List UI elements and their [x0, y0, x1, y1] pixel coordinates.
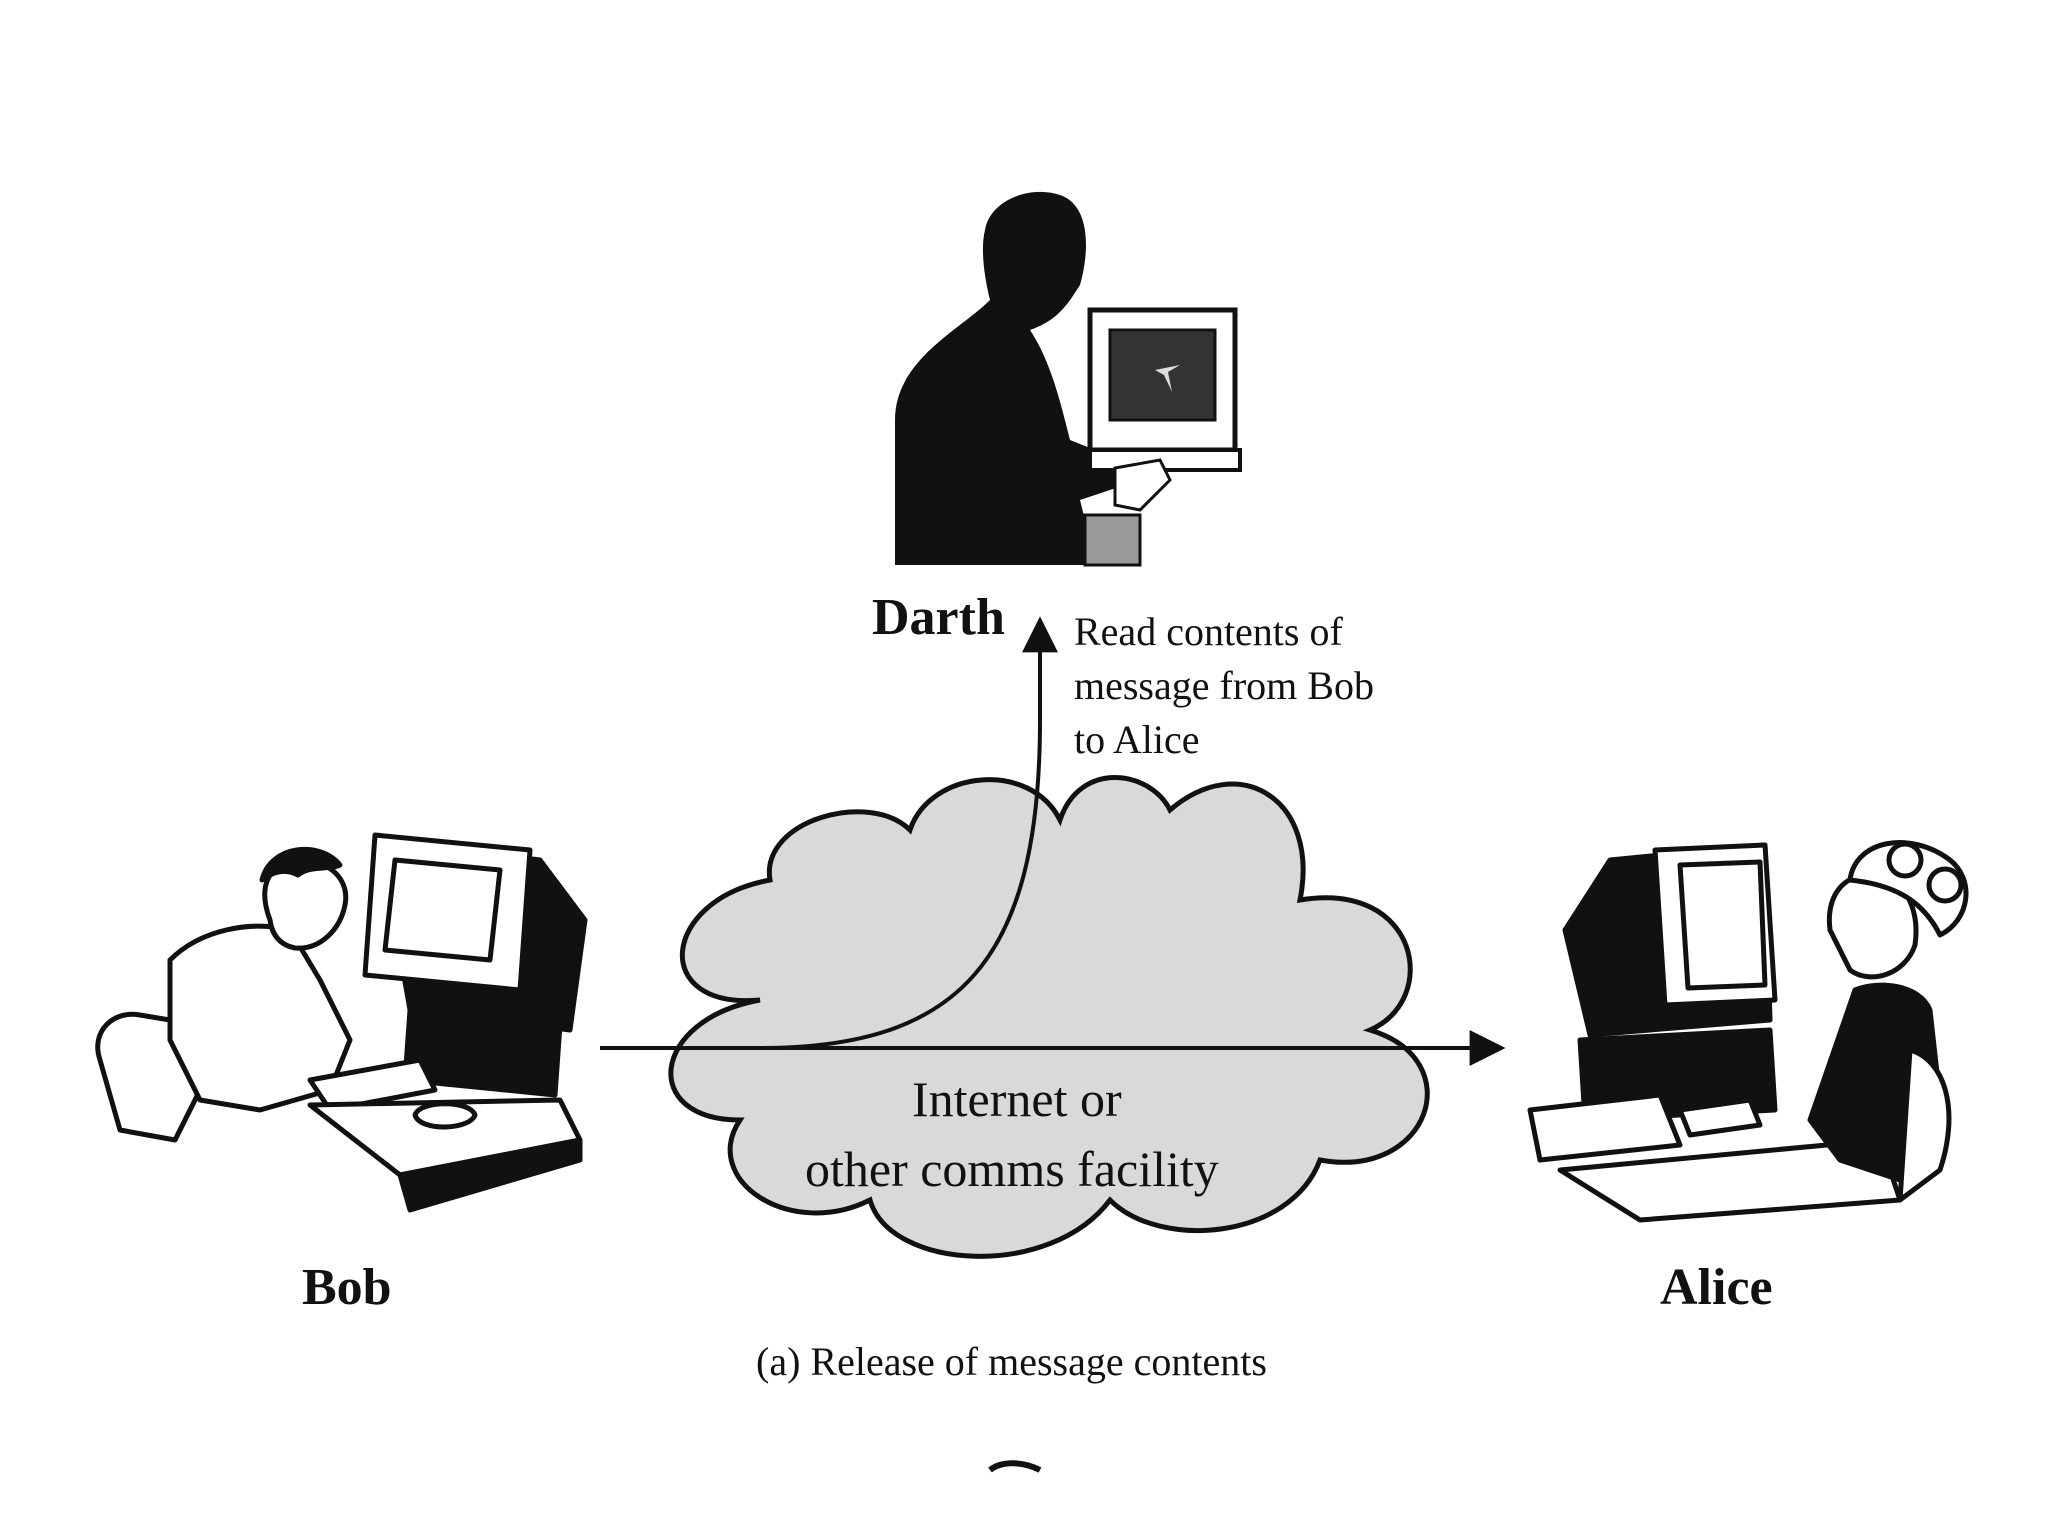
darth-label: Darth: [872, 588, 1005, 647]
darth-desk: [1085, 515, 1140, 565]
partial-shape: [990, 1463, 1040, 1470]
darth-monitor: [1090, 310, 1240, 470]
annotation-line-2: message from Bob: [1074, 662, 1374, 709]
bob-label: Bob: [302, 1258, 392, 1317]
annotation-line-3: to Alice: [1074, 716, 1200, 763]
darth-figure: [895, 192, 1240, 565]
alice-label: Alice: [1660, 1258, 1773, 1317]
alice-figure: [1530, 843, 1966, 1220]
caption: (a) Release of message contents: [756, 1338, 1267, 1385]
bob-monitor: [365, 835, 585, 1095]
annotation-line-1: Read contents of: [1074, 608, 1343, 655]
darth-paper: [1115, 460, 1170, 510]
alice-monitor: [1565, 845, 1775, 1120]
bob-figure: [98, 835, 585, 1210]
network-label-line-1: Internet or: [912, 1070, 1122, 1128]
network-label-line-2: other comms facility: [805, 1140, 1219, 1198]
